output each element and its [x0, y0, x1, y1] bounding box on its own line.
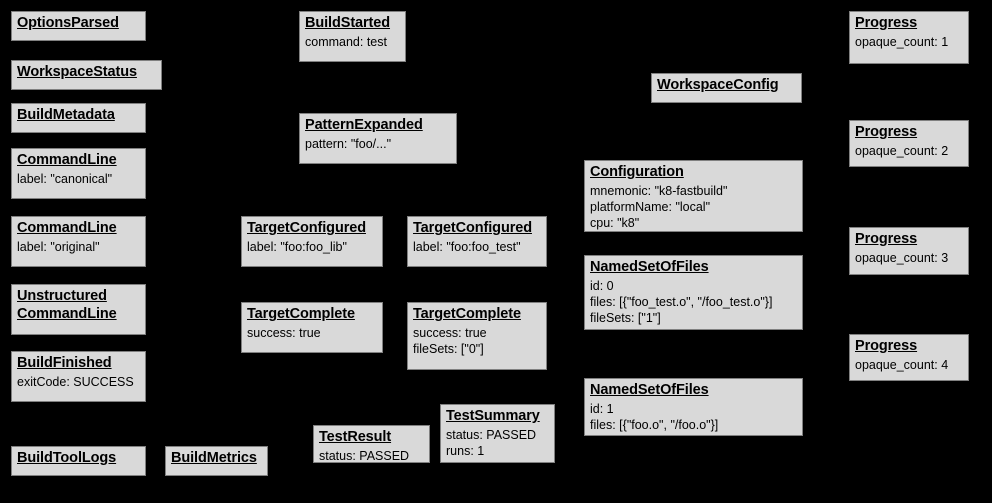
event-node-title: Progress	[855, 338, 918, 354]
event-node-fields: label: "original"	[17, 239, 100, 254]
event-node-title: OptionsParsed	[17, 15, 119, 31]
event-node-unstructured-command-line[interactable]: Unstructured CommandLine	[11, 284, 146, 335]
event-node-title: WorkspaceStatus	[17, 64, 137, 80]
event-node-title: BuildFinished	[17, 355, 112, 371]
event-node-title: Unstructured CommandLine	[17, 288, 117, 322]
event-node-test-summary[interactable]: TestSummary status: PASSED runs: 1	[440, 404, 555, 463]
event-node-fields: opaque_count: 2	[855, 143, 949, 158]
event-node-test-result[interactable]: TestResult status: PASSED	[313, 425, 430, 463]
event-node-fields: opaque_count: 1	[855, 34, 949, 49]
event-node-fields: label: "canonical"	[17, 171, 113, 186]
event-node-fields: pattern: "foo/..."	[305, 136, 392, 151]
event-node-pattern-expanded[interactable]: PatternExpanded pattern: "foo/..."	[299, 113, 457, 164]
event-node-configuration[interactable]: Configuration mnemonic: "k8-fastbuild" pl…	[584, 160, 803, 232]
event-node-title: BuildMetrics	[171, 450, 257, 466]
event-node-title: CommandLine	[17, 152, 117, 168]
event-node-target-configured-foo-test[interactable]: TargetConfigured label: "foo:foo_test"	[407, 216, 547, 267]
event-node-title: TargetConfigured	[247, 220, 366, 236]
event-node-fields: success: true fileSets: ["0"]	[413, 325, 487, 356]
event-node-progress-2[interactable]: Progress opaque_count: 2	[849, 120, 969, 167]
event-node-title: BuildMetadata	[17, 107, 115, 123]
event-node-options-parsed[interactable]: OptionsParsed	[11, 11, 146, 41]
event-node-build-finished[interactable]: BuildFinished exitCode: SUCCESS	[11, 351, 146, 402]
event-node-target-configured-foo-lib[interactable]: TargetConfigured label: "foo:foo_lib"	[241, 216, 383, 267]
event-node-title: Progress	[855, 231, 918, 247]
event-node-fields: success: true	[247, 325, 321, 340]
event-node-target-complete-foo-lib[interactable]: TargetComplete success: true	[241, 302, 383, 353]
event-node-fields: mnemonic: "k8-fastbuild" platformName: "…	[590, 183, 728, 230]
event-node-title: Progress	[855, 15, 918, 31]
event-node-title: BuildStarted	[305, 15, 391, 31]
event-node-build-metadata[interactable]: BuildMetadata	[11, 103, 146, 133]
event-node-title: TargetComplete	[413, 306, 521, 322]
event-node-workspace-status[interactable]: WorkspaceStatus	[11, 60, 162, 90]
event-node-title: Configuration	[590, 164, 684, 180]
event-node-fields: opaque_count: 3	[855, 250, 949, 265]
event-node-title: PatternExpanded	[305, 117, 423, 133]
event-node-command-line-original[interactable]: CommandLine label: "original"	[11, 216, 146, 267]
event-node-build-started[interactable]: BuildStarted command: test	[299, 11, 406, 62]
event-node-build-metrics[interactable]: BuildMetrics	[165, 446, 268, 476]
event-node-title: BuildToolLogs	[17, 450, 117, 466]
event-node-workspace-config[interactable]: WorkspaceConfig	[651, 73, 802, 103]
event-node-fields: id: 1 files: [{"foo.o", "/foo.o"}]	[590, 401, 719, 432]
event-node-command-line-canonical[interactable]: CommandLine label: "canonical"	[11, 148, 146, 199]
event-node-fields: status: PASSED runs: 1	[446, 427, 537, 458]
event-node-fields: exitCode: SUCCESS	[17, 374, 134, 389]
event-node-fields: opaque_count: 4	[855, 357, 949, 372]
event-node-progress-1[interactable]: Progress opaque_count: 1	[849, 11, 969, 64]
event-node-title: WorkspaceConfig	[657, 77, 779, 93]
event-node-fields: id: 0 files: [{"foo_test.o", "/foo_test.…	[590, 278, 773, 325]
event-node-fields: label: "foo:foo_test"	[413, 239, 521, 254]
event-node-title: TestResult	[319, 429, 392, 445]
event-node-progress-3[interactable]: Progress opaque_count: 3	[849, 227, 969, 275]
event-node-fields: label: "foo:foo_lib"	[247, 239, 347, 254]
event-node-title: TargetConfigured	[413, 220, 532, 236]
event-node-title: CommandLine	[17, 220, 117, 236]
event-node-title: NamedSetOfFiles	[590, 382, 709, 398]
event-node-named-set-of-files-1[interactable]: NamedSetOfFiles id: 1 files: [{"foo.o", "…	[584, 378, 803, 436]
event-node-build-tool-logs[interactable]: BuildToolLogs	[11, 446, 146, 476]
event-node-named-set-of-files-0[interactable]: NamedSetOfFiles id: 0 files: [{"foo_test.…	[584, 255, 803, 330]
event-node-title: Progress	[855, 124, 918, 140]
event-node-fields: status: PASSED	[319, 448, 410, 463]
event-node-progress-4[interactable]: Progress opaque_count: 4	[849, 334, 969, 381]
event-node-title: TestSummary	[446, 408, 540, 424]
event-node-fields: command: test	[305, 34, 387, 49]
event-node-title: TargetComplete	[247, 306, 355, 322]
event-node-target-complete-foo-test[interactable]: TargetComplete success: true fileSets: ["…	[407, 302, 547, 370]
event-node-title: NamedSetOfFiles	[590, 259, 709, 275]
